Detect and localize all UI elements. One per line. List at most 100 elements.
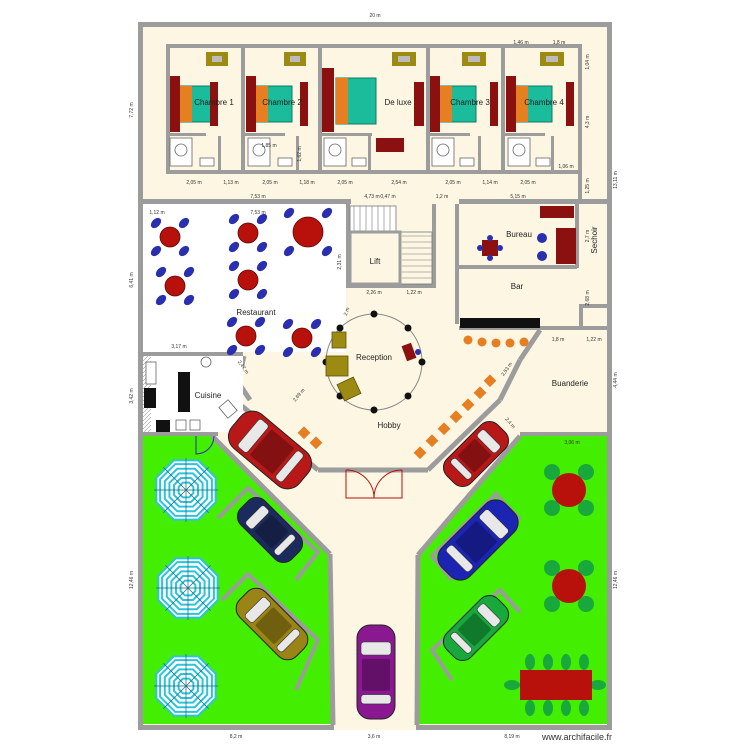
hobby-chairs — [297, 374, 497, 460]
dim-left-kitchen: 3,42 m — [129, 388, 135, 403]
round-table-1 — [544, 464, 594, 516]
armchair — [325, 355, 349, 377]
dim-top-width: 20 m — [369, 13, 380, 19]
room-label-chambre-4: Chambre 4 — [524, 98, 564, 107]
dim-label: 1,25 m — [585, 178, 591, 193]
chambre-1: Chambre 1 — [169, 52, 234, 167]
toilet — [174, 143, 188, 157]
dim-label: 0,47 m — [380, 194, 395, 200]
toilet — [436, 143, 450, 157]
dining-table — [228, 213, 268, 253]
dim-label: 2,05 m — [262, 180, 277, 186]
long-table — [504, 654, 606, 716]
dim-left-lower: 12,46 m — [129, 571, 135, 589]
chair — [398, 56, 410, 62]
garden-right-tables — [504, 464, 606, 716]
dim-label: 1,12 m — [149, 210, 164, 216]
dining-table — [226, 316, 266, 356]
dim-label: 2,31 m — [337, 254, 343, 269]
dimension-labels: 20 m 13,11 m 4,44 m 12,46 m 7,72 m 6,41 … — [129, 13, 619, 740]
cabinet — [540, 206, 574, 218]
sink — [199, 157, 215, 167]
garden-umbrellas — [154, 458, 220, 718]
dim-label: 2,05 m — [445, 180, 460, 186]
sink — [535, 157, 551, 167]
room-label-cuisine: Cuisine — [195, 391, 222, 400]
room-label-bar: Bar — [511, 282, 524, 291]
room-label-chambre-3: Chambre 3 — [450, 98, 490, 107]
lift-shaft — [348, 230, 402, 286]
toilet — [252, 143, 266, 157]
meeting-table — [482, 240, 498, 256]
entrance-doors[interactable] — [345, 469, 403, 499]
room-label-sechoir: Sechoir — [590, 226, 599, 253]
car — [437, 499, 519, 581]
cuisine: Cuisine — [144, 356, 243, 455]
stairs-upper — [349, 205, 397, 233]
kitchen-door[interactable] — [195, 435, 215, 455]
dim-label: 1,18 m — [299, 180, 314, 186]
room-label-bureau: Bureau — [506, 230, 532, 239]
chair — [212, 56, 222, 62]
wardrobe — [210, 82, 218, 126]
toilet — [328, 143, 342, 157]
dim-label: 7,53 m — [250, 194, 265, 200]
dim-label: 1,04 m — [585, 54, 591, 69]
dim-label: 1,46 m — [513, 40, 528, 46]
sink — [351, 157, 367, 167]
bureau: Bureau — [477, 206, 576, 264]
room-label-deluxe: De luxe — [384, 98, 412, 107]
reception-desk — [401, 342, 417, 362]
dim-label: 1,85 m — [261, 143, 276, 149]
dim-label: 2,05 m — [186, 180, 201, 186]
headboard — [322, 68, 334, 132]
chambre-2: Chambre 2 — [246, 52, 308, 167]
dim-label: 2,05 m — [337, 180, 352, 186]
room-label-chambre-1: Chambre 1 — [194, 98, 234, 107]
dim-left-top: 7,72 m — [129, 102, 135, 117]
headboard — [246, 76, 256, 132]
office-desk — [556, 228, 576, 264]
sink — [459, 157, 475, 167]
wardrobe — [490, 82, 498, 126]
dim-label: 2,54 m — [391, 180, 406, 186]
umbrella — [154, 654, 218, 718]
dim-right-mid: 4,44 m — [613, 372, 619, 387]
bed-pillows — [256, 86, 268, 122]
dim-label: 1,62 m — [297, 146, 303, 161]
chair — [468, 56, 480, 62]
kitchen-floor — [151, 356, 243, 432]
dim-label: 4,73 m — [364, 194, 379, 200]
dining-table — [282, 318, 322, 358]
car — [227, 410, 313, 490]
chambre-4: Chambre 4 — [506, 52, 574, 167]
bed-pillows — [336, 78, 348, 124]
chambre-3: Chambre 3 — [430, 52, 498, 167]
car — [442, 594, 510, 662]
bed-pillows — [440, 86, 452, 122]
dim-label: 1,13 m — [223, 180, 238, 186]
sofa — [376, 138, 404, 152]
room-label-hobby: Hobby — [377, 421, 400, 430]
watermark: www.archifacile.fr — [541, 732, 612, 742]
headboard — [170, 76, 180, 132]
car — [356, 624, 396, 720]
wardrobe — [300, 82, 308, 126]
car — [235, 587, 309, 661]
dim-label: 7,53 m — [250, 210, 265, 216]
car — [442, 420, 510, 488]
bar-stools — [463, 335, 529, 348]
dim-right-height: 13,11 m — [613, 171, 619, 189]
dim-label: 2,26 m — [366, 290, 381, 296]
armchair — [331, 331, 347, 349]
toilet — [512, 143, 526, 157]
umbrella — [156, 556, 220, 620]
reception: Reception — [322, 310, 426, 414]
wardrobe — [566, 82, 574, 126]
stove — [144, 388, 156, 408]
dim-label: 4,3 m — [585, 116, 591, 129]
dining-table — [283, 207, 333, 257]
dim-label: 1,8 m — [553, 40, 566, 46]
room-label-buanderie: Buanderie — [552, 379, 589, 388]
